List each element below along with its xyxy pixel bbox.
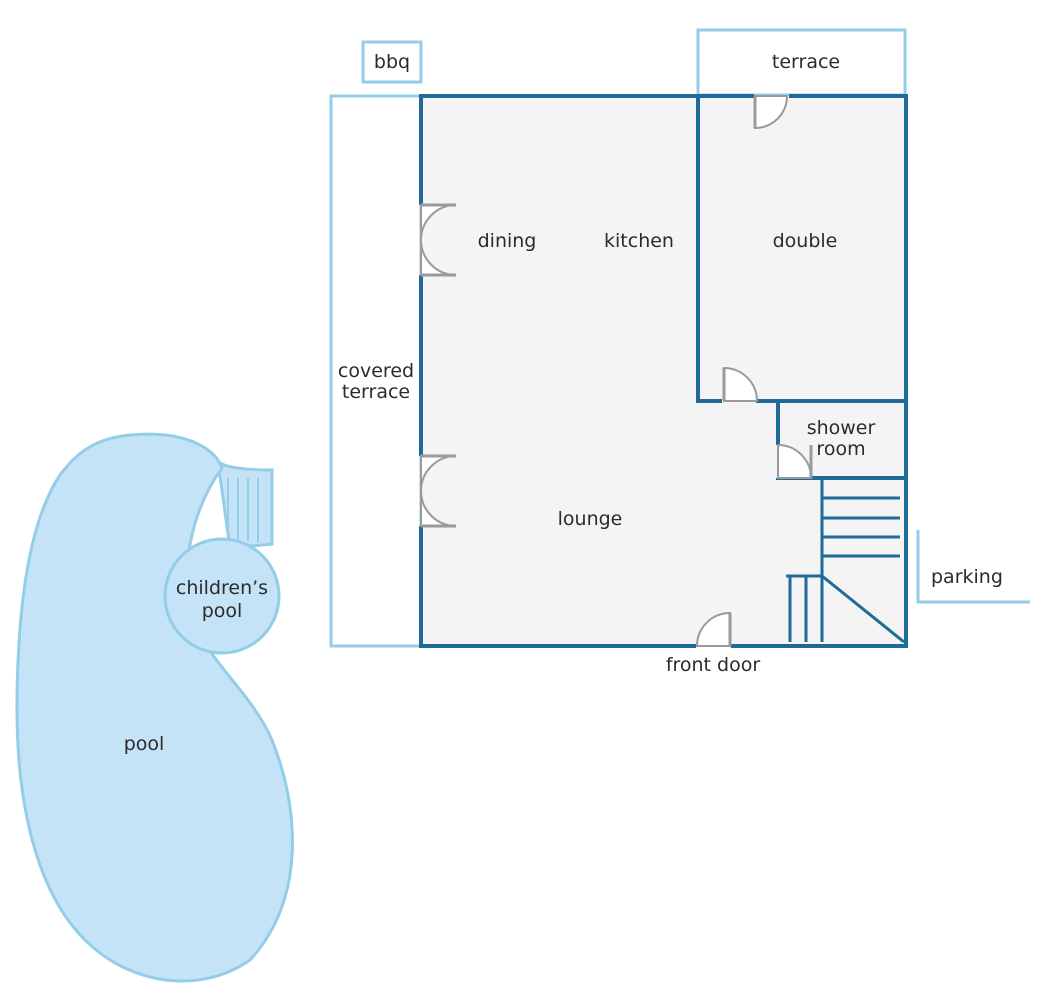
exterior-walls	[419, 94, 908, 648]
pool	[15, 432, 294, 983]
double-label: double	[773, 230, 838, 252]
pool-steps-lines	[227, 478, 259, 542]
double-room-door	[723, 366, 759, 402]
pool-steps	[216, 458, 274, 550]
shower-room-label-line1: shower	[807, 417, 876, 439]
terrace-label: terrace	[772, 51, 840, 73]
pool-area: children’s pool pool	[15, 432, 294, 983]
front-door-label: front door	[666, 654, 761, 676]
childrens-pool	[163, 537, 281, 655]
front-door	[695, 611, 731, 647]
kitchen-label: kitchen	[604, 230, 674, 252]
childrens-pool-label-line2: pool	[202, 600, 243, 622]
childrens-pool-label-line1: children’s	[176, 577, 268, 599]
parking-marker	[916, 530, 1030, 604]
covered-terrace-label-line1: covered	[338, 360, 414, 382]
dining-label: dining	[478, 230, 537, 252]
bbq-label: bbq	[374, 51, 410, 73]
bbq-box	[361, 40, 423, 84]
house: dining kitchen double shower room lounge	[419, 94, 908, 648]
shower-room-label-line2: room	[816, 438, 865, 460]
terrace-door	[754, 95, 789, 130]
covered-terrace-label-line2: terrace	[342, 381, 410, 403]
staircase	[786, 478, 905, 644]
parking-label: parking	[931, 566, 1003, 588]
pool-label: pool	[124, 733, 165, 755]
doors	[420, 95, 813, 647]
house-floor	[421, 96, 906, 646]
lounge-label: lounge	[558, 508, 623, 530]
